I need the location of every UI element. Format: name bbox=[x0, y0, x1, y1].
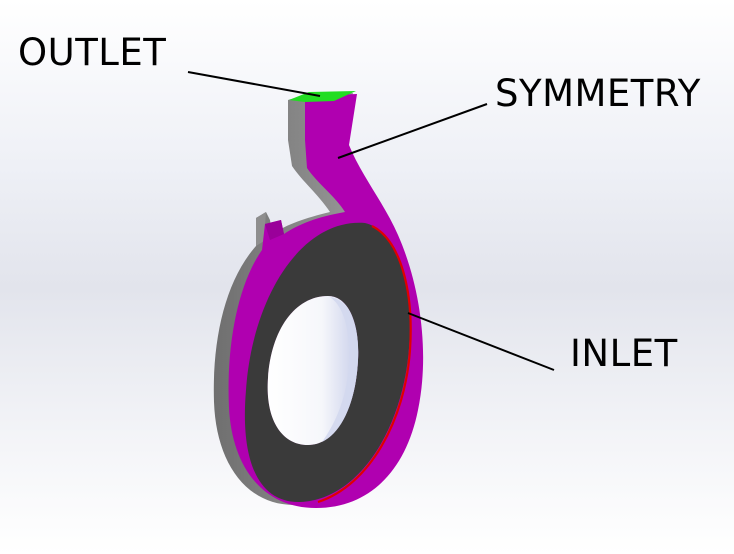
inlet-disc bbox=[244, 222, 410, 503]
outlet-leader-line bbox=[187, 71, 321, 97]
bore-interior bbox=[267, 296, 359, 445]
volute-casing-model[interactable] bbox=[213, 91, 424, 508]
symmetry-leader-line bbox=[337, 103, 488, 159]
inlet-leader-line bbox=[407, 312, 555, 371]
inlet-label: INLET bbox=[570, 332, 678, 375]
bore-inner-wall bbox=[322, 297, 359, 442]
outlet-label: OUTLET bbox=[18, 31, 167, 74]
tongue-step bbox=[265, 220, 284, 240]
symmetry-label: SYMMETRY bbox=[495, 72, 701, 115]
inlet-edge bbox=[317, 225, 412, 504]
leader-lines bbox=[187, 71, 555, 371]
